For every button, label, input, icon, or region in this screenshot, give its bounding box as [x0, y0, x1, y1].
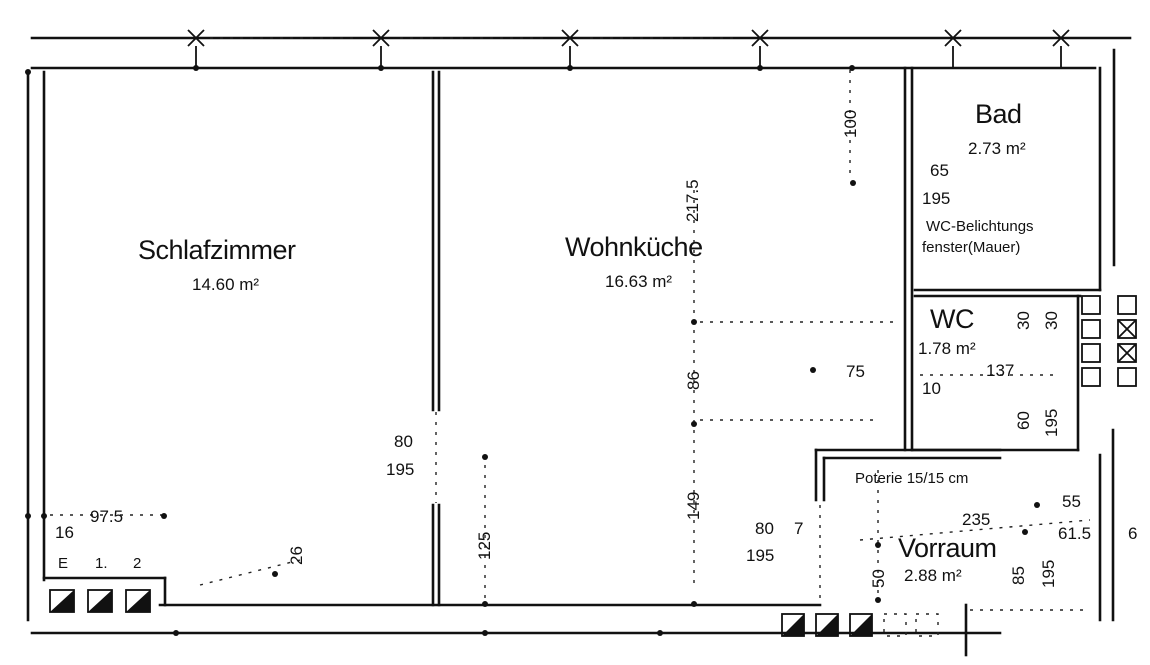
room-name-wohnkueche: Wohnküche [565, 232, 703, 262]
dim-97-5: 97.5 [90, 507, 124, 526]
window-mark [187, 29, 205, 47]
dim-235: 235 [962, 510, 991, 529]
dim-50: 50 [869, 569, 888, 588]
dim-door-width-wohn: 80 [755, 519, 774, 538]
dim-195-vorraum: 195 [1039, 559, 1058, 588]
dim-195-wc: 195 [1042, 408, 1061, 437]
dim-door-height-wohn: 195 [746, 546, 775, 565]
room-area-bad: 2.73 m² [968, 139, 1026, 158]
dim-26: 26 [287, 546, 306, 565]
chimney-stack [1081, 295, 1137, 387]
meter-label-2: 2 [133, 555, 142, 572]
room-name-vorraum: Vorraum [898, 533, 997, 563]
dim-195-bad: 195 [922, 189, 951, 208]
room-area-schlafzimmer: 14.60 m² [192, 275, 260, 294]
windows [187, 29, 1070, 68]
dim-125: 125 [475, 531, 494, 560]
dim-30-b: 30 [1042, 311, 1061, 330]
dim-149: 149 [684, 491, 703, 520]
dim-10: 10 [922, 379, 941, 398]
dim-30-a: 30 [1014, 311, 1033, 330]
dim-door-height-schlaf: 195 [386, 460, 415, 479]
room-area-vorraum: 2.88 m² [904, 566, 962, 585]
dim-75: 75 [846, 362, 865, 381]
dim-6: 6 [1128, 524, 1138, 543]
note-wc-window-line2: fenster(Mauer) [922, 239, 1021, 256]
dim-100: 100 [841, 109, 860, 138]
room-name-bad: Bad [975, 99, 1022, 129]
room-name-wc: WC [930, 304, 974, 334]
outer-walls [26, 36, 1132, 635]
dimension-points [25, 65, 1040, 636]
dim-7: 7 [794, 519, 804, 538]
window-mark [944, 29, 962, 47]
window-mark [561, 29, 579, 47]
dim-door-width-schlaf: 80 [394, 432, 413, 451]
room-name-schlafzimmer: Schlafzimmer [138, 235, 296, 265]
room-area-wohnkueche: 16.63 m² [605, 272, 673, 291]
dimension-lines [50, 70, 1091, 600]
note-wc-window-line1: WC-Belichtungs [926, 218, 1034, 235]
dim-60: 60 [1014, 411, 1033, 430]
dim-86: 86 [684, 371, 703, 390]
window-mark [1052, 29, 1070, 47]
window-mark [372, 29, 390, 47]
partitions [431, 48, 1116, 657]
dim-55: 55 [1062, 492, 1081, 511]
note-poterie: Poterie 15/15 cm [855, 470, 969, 487]
dim-137: 137 [986, 361, 1015, 380]
dim-85: 85 [1009, 566, 1028, 585]
meter-label-1: 1. [95, 555, 108, 572]
dim-61-5: 61.5 [1058, 524, 1092, 543]
dim-16: 16 [55, 523, 74, 542]
room-area-wc: 1.78 m² [918, 339, 976, 358]
meter-label-e: E [58, 555, 69, 572]
meter-boxes [49, 589, 939, 637]
window-mark [751, 29, 769, 47]
dim-65: 65 [930, 161, 949, 180]
dim-217-5: 217.5 [683, 179, 702, 222]
